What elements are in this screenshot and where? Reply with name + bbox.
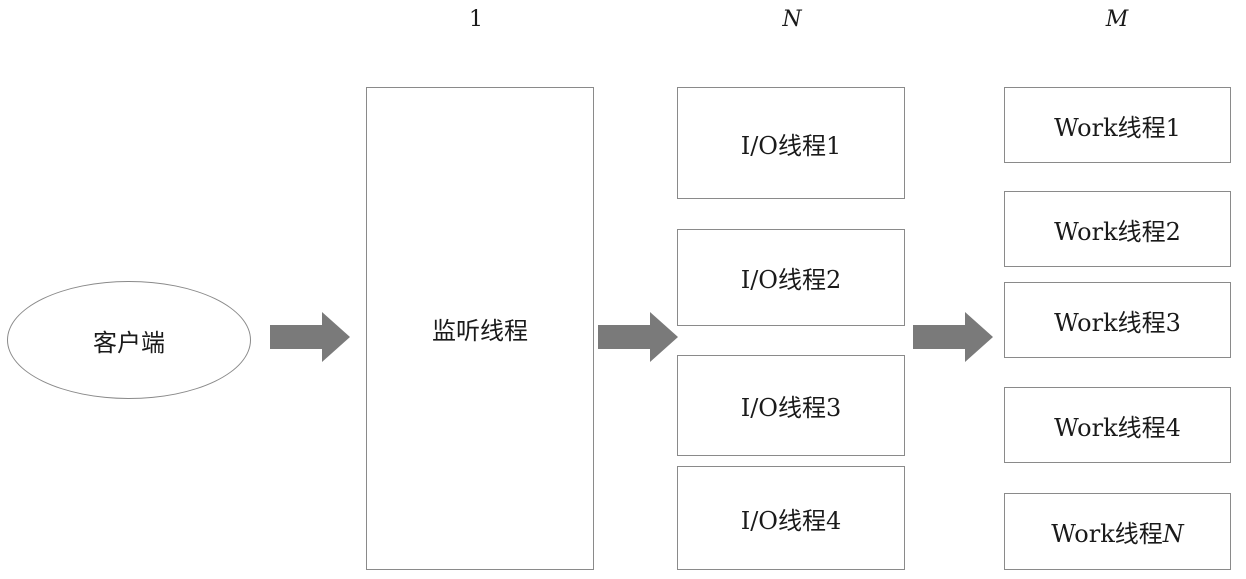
listener-label: 监听线程 xyxy=(432,317,528,345)
work-thread-label: Work线程3 xyxy=(1054,308,1181,337)
io-count-label: N xyxy=(782,7,802,32)
arrow-listener-to-io-icon xyxy=(598,312,678,362)
io-thread-label: I/O线程1 xyxy=(740,131,842,160)
io-thread-box-3: I/O线程3 xyxy=(677,355,905,456)
client-node: 客户端 xyxy=(7,281,251,399)
work-thread-suffix: N xyxy=(1162,520,1184,548)
io-thread-label: I/O线程3 xyxy=(740,394,842,422)
listener-thread-box: 监听线程 xyxy=(366,87,594,570)
io-thread-box-2: I/O线程2 xyxy=(677,229,905,326)
listener-count-label: 1 xyxy=(469,7,483,32)
work-thread-label: Work线程N xyxy=(1051,514,1184,549)
work-thread-box-n: Work线程N xyxy=(1004,493,1231,570)
work-thread-label: Work线程2 xyxy=(1054,217,1181,246)
arrow-client-to-listener-icon xyxy=(270,312,350,362)
work-thread-prefix: Work线程 xyxy=(1051,520,1163,548)
client-label: 客户端 xyxy=(93,328,165,357)
io-thread-box-1: I/O线程1 xyxy=(677,87,905,199)
worker-count-label: M xyxy=(1105,7,1129,32)
work-thread-label: Work线程1 xyxy=(1054,113,1181,142)
work-thread-box-1: Work线程1 xyxy=(1004,87,1231,163)
io-thread-label: I/O线程2 xyxy=(740,266,842,294)
work-thread-label: Work线程4 xyxy=(1054,413,1181,442)
io-thread-label: I/O线程4 xyxy=(740,506,842,535)
io-thread-box-4: I/O线程4 xyxy=(677,466,905,570)
work-thread-box-3: Work线程3 xyxy=(1004,282,1231,358)
arrow-io-to-work-icon xyxy=(913,312,993,362)
work-thread-box-2: Work线程2 xyxy=(1004,191,1231,267)
work-thread-box-4: Work线程4 xyxy=(1004,387,1231,463)
